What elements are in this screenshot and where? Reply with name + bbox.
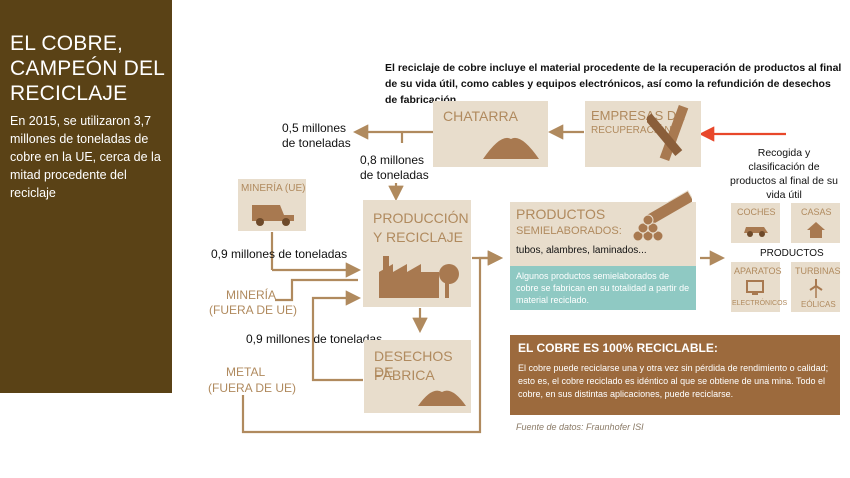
recyclable-body: El cobre puede reciclarse una y otra vez… bbox=[518, 363, 829, 399]
desechos-box: DESECHOS DE FÁBRICA bbox=[364, 340, 471, 413]
recogida-text: Recogida y clasificación de productos al… bbox=[730, 147, 838, 201]
flow-label-1b: de toneladas bbox=[282, 136, 351, 150]
chatarra-label: CHATARRA bbox=[443, 108, 518, 124]
house-icon bbox=[807, 222, 825, 238]
mineria-ue-label: MINERÍA (UE) bbox=[241, 183, 306, 194]
mining-truck-icon bbox=[252, 205, 294, 226]
empresas-box: EMPRESAS DE RECUPERACIÓN bbox=[585, 101, 701, 167]
coches-box: COCHES bbox=[731, 203, 780, 243]
productos-note-box: Algunos productos semielaborados de cobr… bbox=[510, 266, 696, 310]
metal-label-1: METAL bbox=[226, 365, 266, 379]
mineria-fuera-label-1: MINERÍA bbox=[226, 288, 277, 302]
desechos-label-1: DESECHOS DE bbox=[374, 348, 453, 380]
arrow-desechos-loop bbox=[311, 290, 363, 382]
casas-label: CASAS bbox=[801, 207, 832, 217]
recyclable-title: EL COBRE ES 100% RECICLABLE: bbox=[518, 341, 718, 355]
productos-box: PRODUCTOS SEMIELABORADOS: tubos, alambre… bbox=[510, 190, 696, 266]
flow-label-1a: 0,5 millones bbox=[282, 121, 347, 135]
aparatos-label-1: APARATOS bbox=[734, 266, 782, 276]
sidebar-title: EL COBRE, CAMPEÓN DEL RECICLAJE bbox=[10, 32, 165, 105]
productos-sub: SEMIELABORADOS: bbox=[516, 225, 622, 237]
car-icon bbox=[744, 227, 768, 237]
casas-box: CASAS bbox=[791, 203, 840, 243]
source-note: Fuente de datos: Fraunhofer ISI bbox=[516, 422, 644, 432]
pipes-icon bbox=[647, 105, 689, 162]
sidebar-panel: EL COBRE, CAMPEÓN DEL RECICLAJE En 2015,… bbox=[0, 0, 172, 393]
turbinas-label-2: EÓLICAS bbox=[801, 300, 836, 309]
computer-icon bbox=[746, 280, 764, 295]
productos-label: PRODUCTOS bbox=[760, 248, 824, 259]
desechos-label-2: FÁBRICA bbox=[374, 367, 435, 383]
flow-label-3: 0,9 millones de toneladas bbox=[211, 247, 348, 261]
factory-icon bbox=[379, 256, 459, 298]
mineria-fuera-label-2: (FUERA DE UE) bbox=[209, 303, 298, 317]
sidebar-body: En 2015, se utilizaron 3,7 millones de t… bbox=[10, 114, 161, 200]
coches-label: COCHES bbox=[737, 207, 776, 217]
flow-label-4: 0,9 millones de toneladas bbox=[246, 332, 383, 346]
productos-title: PRODUCTOS bbox=[516, 206, 606, 222]
produccion-box: PRODUCCIÓN Y RECICLAJE bbox=[363, 200, 471, 307]
wind-turbine-icon bbox=[809, 279, 823, 298]
empresas-label-2: RECUPERACIÓN bbox=[591, 125, 672, 136]
metal-label-2: (FUERA DE UE) bbox=[208, 381, 297, 395]
produccion-label-1: PRODUCCIÓN bbox=[373, 210, 469, 226]
copper-pipes-icon bbox=[632, 190, 692, 242]
recyclable-box: EL COBRE ES 100% RECICLABLE: El cobre pu… bbox=[510, 335, 840, 415]
aparatos-label-2: ELECTRÓNICOS bbox=[732, 300, 788, 307]
aparatos-box: APARATOS ELECTRÓNICOS bbox=[731, 262, 787, 312]
turbinas-box: TURBINAS EÓLICAS bbox=[791, 262, 841, 312]
flow-label-2a: 0,8 millones bbox=[360, 153, 425, 167]
turbinas-label-1: TURBINAS bbox=[795, 266, 841, 276]
productos-note: Algunos productos semielaborados de cobr… bbox=[516, 271, 690, 305]
flow-label-2b: de toneladas bbox=[360, 168, 429, 182]
chatarra-box: CHATARRA bbox=[433, 101, 548, 167]
mineria-ue-box: MINERÍA (UE) bbox=[238, 179, 306, 231]
produccion-label-2: Y RECICLAJE bbox=[373, 229, 463, 245]
waste-pile-icon bbox=[418, 390, 466, 406]
empresas-label-1: EMPRESAS DE bbox=[591, 108, 685, 123]
scrap-pile-icon bbox=[483, 137, 539, 159]
productos-items: tubos, alambres, laminados... bbox=[516, 245, 647, 256]
